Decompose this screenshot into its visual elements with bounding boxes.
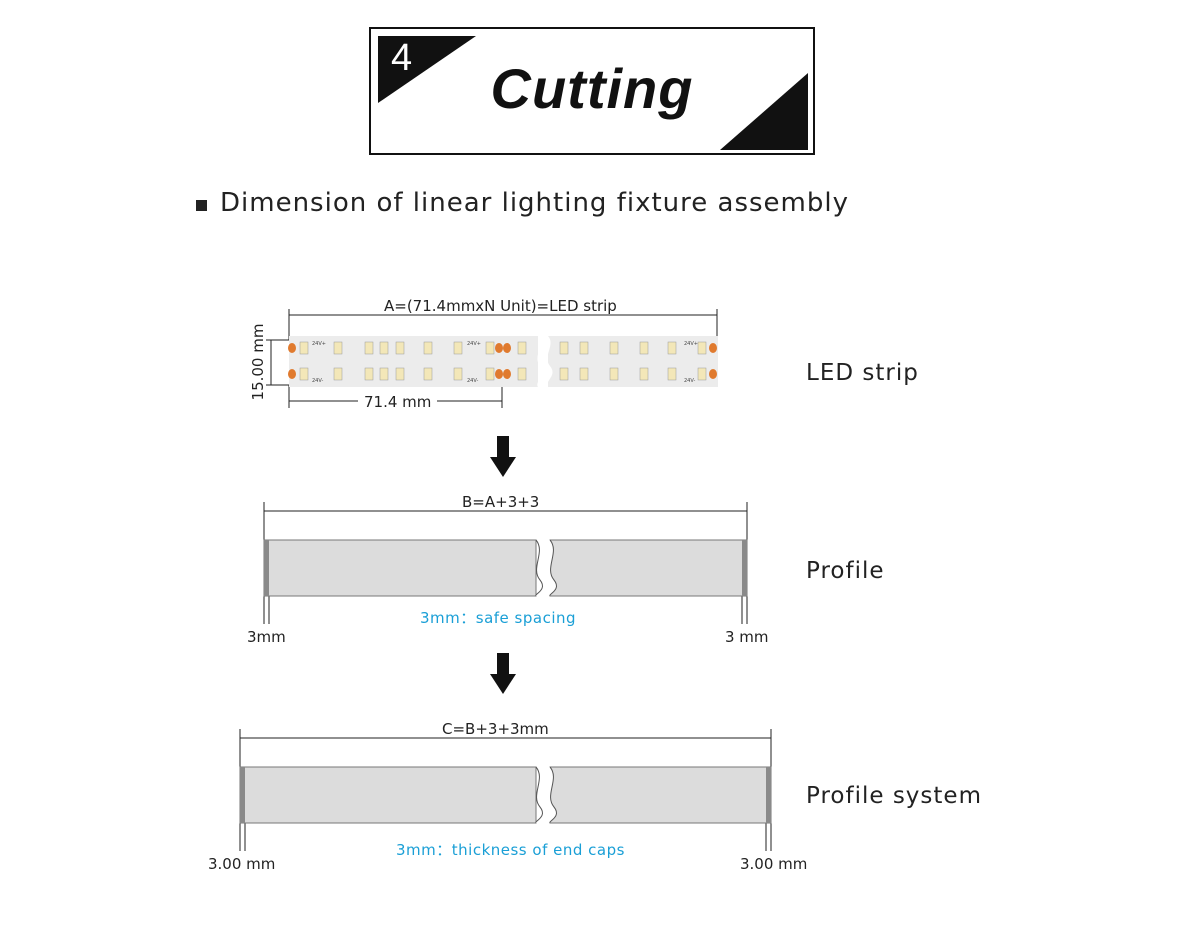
system-break (535, 767, 557, 823)
solder-pad (495, 343, 503, 353)
system-right-cap: 3.00 mm (740, 855, 808, 873)
led-chip (667, 367, 677, 381)
led-chip (453, 367, 463, 381)
system-break-edge-left (535, 766, 543, 824)
profile-length-formula: B=A+3+3 (462, 493, 540, 511)
end-cap-left (240, 767, 245, 823)
led-strip-graphic: 24V+ 24V- 24V+ 24V- 24V+ 24V- (288, 336, 718, 387)
led-chip (517, 367, 527, 381)
led-strip-right-segment (548, 336, 718, 387)
led-chip (667, 341, 677, 355)
title-frame (369, 27, 815, 155)
strip-length-formula: A=(71.4mmxN Unit)=LED strip (384, 297, 617, 315)
led-chip (639, 367, 649, 381)
led-chip (364, 341, 374, 355)
solder-pad (503, 343, 511, 353)
profile-system-label: Profile system (806, 783, 982, 809)
profile-left-margin: 3mm (247, 628, 286, 646)
led-chip (379, 367, 389, 381)
profile-body-right (549, 539, 748, 597)
solder-pad (495, 369, 503, 379)
led-chip (364, 367, 374, 381)
silk-negative-right: 24V- (684, 378, 695, 384)
profile-break-edge-left (535, 539, 543, 597)
silk-positive-left: 24V+ (312, 341, 326, 347)
led-chip (299, 341, 309, 355)
end-cap-right (766, 767, 771, 823)
system-body-right (549, 766, 772, 824)
bullet-icon (196, 199, 207, 211)
led-chip (333, 341, 343, 355)
led-chip (579, 367, 589, 381)
solder-pad (709, 343, 717, 353)
down-arrow-2-icon (490, 653, 516, 694)
led-chip (517, 341, 527, 355)
system-body-left (239, 766, 537, 824)
profile-graphic (263, 539, 748, 597)
system-break-edge-right (549, 766, 557, 824)
page-title: Cutting (490, 57, 694, 120)
led-chip (395, 367, 405, 381)
led-chip (609, 367, 619, 381)
profile-body-left (263, 539, 537, 597)
led-chip (423, 341, 433, 355)
led-chip (559, 367, 569, 381)
strip-width-label: 15.00 mm (249, 323, 267, 401)
led-chip-group (288, 341, 717, 381)
profile-system-graphic (239, 766, 772, 824)
led-chip (379, 341, 389, 355)
profile-break-edge-right (549, 539, 557, 597)
led-strip-label: LED strip (806, 360, 919, 386)
step-number: 4 (391, 37, 413, 79)
led-chip (395, 341, 405, 355)
led-chip (639, 341, 649, 355)
profile-spacing-left (264, 540, 269, 596)
led-chip (423, 367, 433, 381)
silk-positive-right: 24V+ (684, 341, 698, 347)
solder-pad (288, 369, 296, 379)
led-chip (333, 367, 343, 381)
solder-pad (709, 369, 717, 379)
title-corner-triangle-top-left (378, 36, 476, 103)
title-corner-triangle-bottom-right (720, 73, 808, 150)
profile-label: Profile (806, 558, 885, 584)
led-chip (485, 341, 495, 355)
led-chip (697, 367, 707, 381)
section-heading: Dimension of linear lighting fixture ass… (196, 188, 849, 218)
profile-right-margin: 3 mm (725, 628, 769, 646)
led-chip (559, 341, 569, 355)
led-strip-break (537, 336, 553, 387)
down-arrow-1-icon (490, 436, 516, 477)
system-left-cap: 3.00 mm (208, 855, 276, 873)
solder-pad (503, 369, 511, 379)
led-chip (697, 341, 707, 355)
section-heading-text: Dimension of linear lighting fixture ass… (220, 188, 849, 218)
led-chip (299, 367, 309, 381)
profile-spacing-right (742, 540, 747, 596)
led-chip (579, 341, 589, 355)
led-chip (453, 341, 463, 355)
system-note: 3mm：thickness of end caps (396, 841, 625, 859)
solder-pad (288, 343, 296, 353)
led-chip (609, 341, 619, 355)
profile-note: 3mm：safe spacing (420, 609, 577, 627)
silk-negative-mid: 24V- (467, 378, 478, 384)
unit-length-label: 71.4 mm (364, 393, 432, 411)
led-chip (485, 367, 495, 381)
system-length-formula: C=B+3+3mm (442, 720, 549, 738)
silk-negative-left: 24V- (312, 378, 323, 384)
profile-break (535, 540, 557, 596)
silk-positive-mid: 24V+ (467, 341, 481, 347)
